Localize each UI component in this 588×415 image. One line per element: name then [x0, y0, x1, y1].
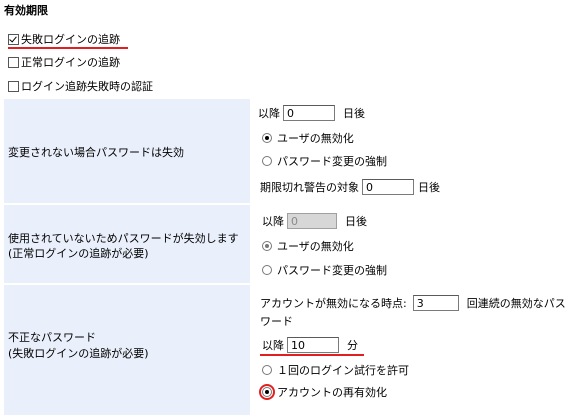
disable-threshold-row: アカウントが無効になる時点: 3 回連続の無効なパス — [260, 294, 566, 312]
disable-threshold-label: アカウントが無効になる時点: — [260, 297, 407, 310]
reenable-account-radio-row[interactable]: アカウントの再有効化 — [262, 383, 387, 401]
expire-if-unused-section: 使用されていないためパスワードが失効します (正常ログインの追跡が必要) 以降 … — [4, 205, 588, 283]
lockout-minutes-input[interactable]: 10 — [287, 337, 339, 353]
section-divider — [4, 283, 588, 284]
invalid-password-section: 不正なパスワード (失敗ログインの追跡が必要) アカウントが無効になる時点: 3… — [4, 285, 588, 415]
lockout-duration-row: 以降 10 分 — [262, 336, 358, 354]
unused-disable-user-radio[interactable] — [262, 241, 272, 251]
failed-login-tracking-checkbox[interactable] — [8, 33, 19, 45]
unused-force-change-radio-row[interactable]: パスワード変更の強制 — [262, 261, 387, 279]
section-label-cell — [4, 205, 250, 283]
consecutive-invalid-label: 回連続の無効なパス — [466, 297, 566, 310]
auth-on-fail-checkbox-row[interactable]: ログイン追跡失敗時の認証 — [8, 79, 153, 93]
expiry-warning-input[interactable]: 0 — [362, 179, 414, 195]
expiry-warning-label: 期限切れ警告の対象 — [260, 181, 359, 194]
expire-if-unused-note: (正常ログインの追跡が必要) — [8, 247, 149, 260]
force-change-radio-row[interactable]: パスワード変更の強制 — [262, 152, 387, 170]
expire-if-unchanged-label: 変更されない場合パスワードは失効 — [8, 146, 184, 159]
after-prefix-label: 以降 — [262, 339, 284, 352]
unused-days-input[interactable]: 0 — [287, 213, 337, 229]
normal-login-tracking-label: 正常ログインの追跡 — [21, 56, 120, 69]
unused-force-change-label: パスワード変更の強制 — [277, 264, 387, 277]
disable-threshold-row-wrap: ワード — [260, 312, 293, 330]
failed-login-tracking-checkbox-row[interactable]: 失敗ログインの追跡 — [8, 32, 120, 46]
unused-disable-user-radio-row[interactable]: ユーザの無効化 — [262, 237, 354, 255]
section-label-cell — [4, 285, 250, 415]
expire-if-unchanged-section: 変更されない場合パスワードは失効 以降 0 日後 ユーザの無効化 パスワード変更… — [4, 99, 588, 203]
invalid-attempts-input[interactable]: 3 — [412, 295, 459, 311]
disable-user-label: ユーザの無効化 — [277, 132, 354, 145]
auth-on-fail-checkbox[interactable] — [8, 80, 19, 92]
expire-after-row: 以降 0 日後 — [258, 104, 365, 122]
unused-disable-user-label: ユーザの無効化 — [277, 240, 354, 253]
expiry-warning-row: 期限切れ警告の対象 0 日後 — [260, 178, 440, 196]
disable-user-radio-row[interactable]: ユーザの無効化 — [262, 129, 354, 147]
force-change-label: パスワード変更の強制 — [277, 155, 387, 168]
disable-user-radio[interactable] — [262, 133, 272, 143]
invalid-password-note: (失敗ログインの追跡が必要) — [8, 347, 149, 360]
section-label-cell — [4, 99, 250, 203]
auth-on-fail-label: ログイン追跡失敗時の認証 — [21, 80, 153, 93]
red-highlight-underline — [8, 47, 128, 49]
red-highlight-circle — [259, 384, 275, 400]
invalid-password-label: 不正なパスワード — [8, 331, 96, 344]
normal-login-tracking-checkbox[interactable] — [8, 56, 19, 68]
after-prefix-label: 以降 — [258, 107, 280, 120]
allow-one-login-radio-row[interactable]: １回のログイン試行を許可 — [262, 361, 409, 379]
days-unit-label: 日後 — [345, 215, 367, 228]
warning-days-unit-label: 日後 — [418, 181, 440, 194]
after-prefix-label: 以降 — [262, 215, 284, 228]
password-word-label: ワード — [260, 315, 293, 328]
expire-days-input[interactable]: 0 — [283, 105, 335, 121]
force-change-radio[interactable] — [262, 156, 272, 166]
failed-login-tracking-label: 失敗ログインの追跡 — [21, 33, 120, 46]
normal-login-tracking-checkbox-row[interactable]: 正常ログインの追跡 — [8, 55, 120, 69]
expire-if-unused-label: 使用されていないためパスワードが失効します — [8, 232, 239, 245]
section-title: 有効期限 — [4, 4, 48, 17]
allow-one-login-label: １回のログイン試行を許可 — [277, 364, 409, 377]
unused-after-row: 以降 0 日後 — [262, 212, 367, 230]
allow-one-login-radio[interactable] — [262, 365, 272, 375]
days-unit-label: 日後 — [343, 107, 365, 120]
unused-force-change-radio[interactable] — [262, 265, 272, 275]
red-highlight-underline — [260, 354, 364, 356]
minutes-unit-label: 分 — [347, 339, 358, 352]
reenable-account-label: アカウントの再有効化 — [277, 386, 387, 399]
section-divider — [4, 203, 588, 204]
